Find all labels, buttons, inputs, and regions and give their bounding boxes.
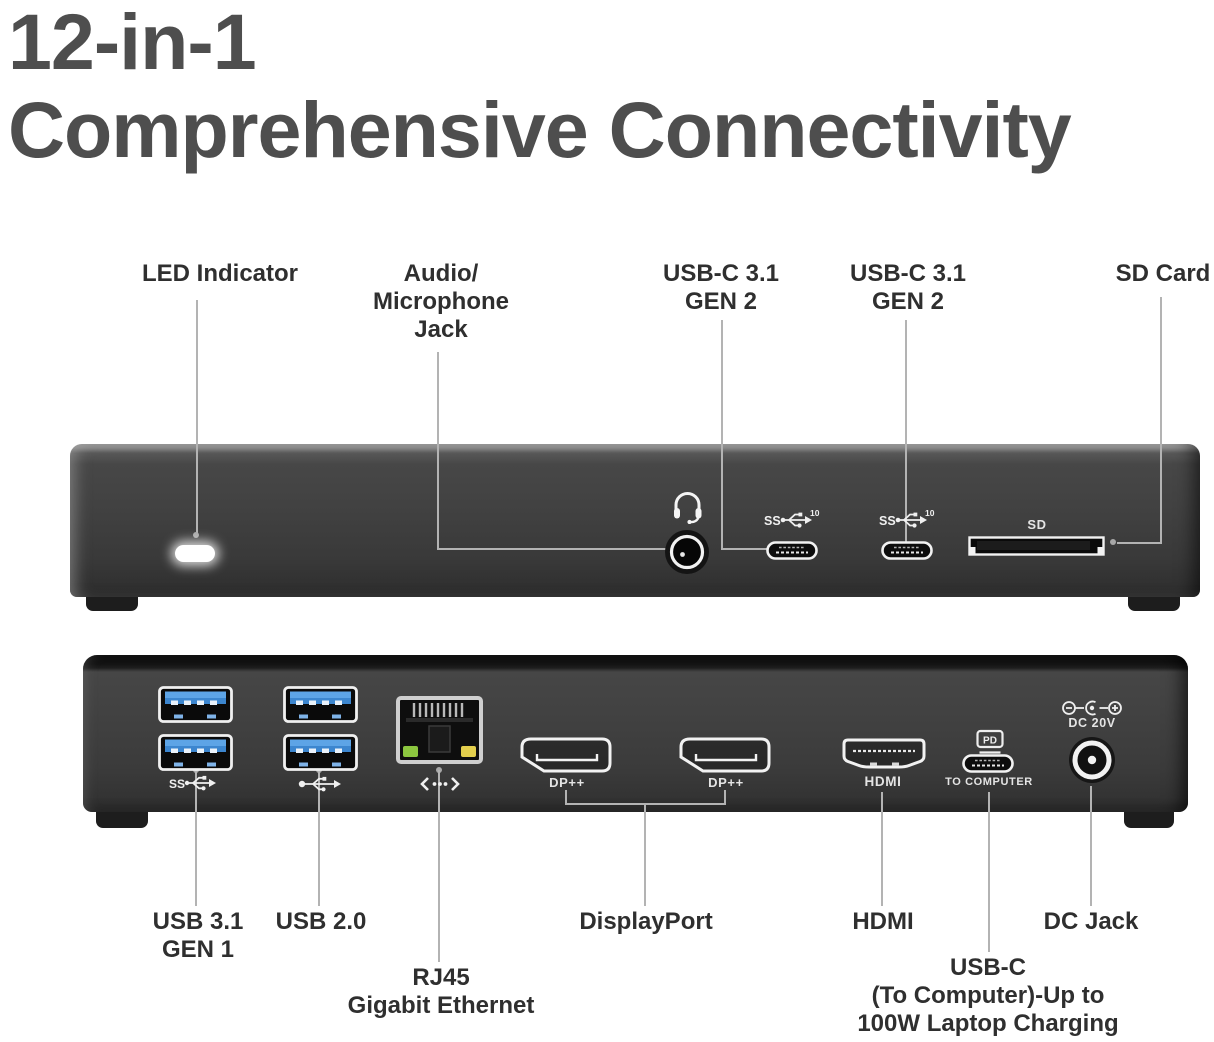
label-usb31-gen1: USB 3.1 GEN 1 [152,908,244,963]
callout-line-dp-stub2 [724,790,726,805]
callout-line-rj45 [438,770,440,962]
svg-text:SS: SS [879,514,896,528]
callout-line-usbc1-v [721,320,723,550]
callout-line-usb31 [195,770,197,906]
sd-slot-text: SD [1027,517,1047,532]
hdmi-port [842,738,926,769]
usb-ss10-logo-2: SS 10 [879,508,935,528]
to-computer-text: TO COMPUTER [945,776,1033,788]
headset-icon [674,492,702,524]
callout-line-audio-h [437,548,666,550]
dc-polarity-icon [1062,700,1122,716]
usba-port-2 [283,686,358,723]
displayport-port-1 [520,737,612,773]
audio-jack-port [665,530,709,574]
dc-20v-text: DC 20V [1068,716,1116,730]
svg-text:SS: SS [169,777,185,791]
label-usbc-charging: USB-C (To Computer)-Up to 100W Laptop Ch… [857,954,1119,1037]
label-hdmi: HDMI [852,908,914,935]
callout-line-sd-v [1160,297,1162,544]
dc-jack-port [1069,737,1115,783]
svg-text:PD: PD [983,736,997,747]
callout-line-hdmi [881,792,883,906]
led-indicator [175,545,215,562]
pd-icon: PD [976,729,1004,754]
usb-ss-icon: SS [169,775,216,791]
callout-line-audio-v [437,352,439,550]
label-displayport: DisplayPort [579,908,713,935]
callout-line-usb20 [318,770,320,906]
usbc-port-2 [881,541,933,560]
usbc-to-computer-port [962,754,1014,773]
usba-port-3 [158,734,233,771]
hdmi-port-text: HDMI [864,774,902,789]
label-led-indicator: LED Indicator [141,260,299,287]
callout-line-led [196,300,198,533]
label-audio-jack: Audio/ Microphone Jack [373,260,509,343]
ethernet-icon [420,777,460,791]
svg-text:10: 10 [925,508,935,518]
callout-line-usbc-pc [988,792,990,952]
callout-dot-sd [1110,539,1116,545]
callout-dot-led [193,532,199,538]
usbc-port-1 [766,541,818,560]
callout-line-usbc1-h [721,548,767,550]
label-rj45-ethernet: RJ45 Gigabit Ethernet [347,964,535,1019]
dock-front-view [70,444,1200,597]
label-usbc-gen2-1: USB-C 3.1 GEN 2 [662,260,780,315]
usba-port-4 [283,734,358,771]
label-dc-jack: DC Jack [1043,908,1139,935]
svg-text:SS: SS [764,514,781,528]
callout-line-usbc2 [905,320,907,543]
label-sd-card: SD Card [1115,260,1211,287]
displayport-port-2 [679,737,771,773]
usba-port-1 [158,686,233,723]
dp2-port-text: DP++ [708,775,744,790]
sd-card-slot [968,536,1105,556]
svg-text:10: 10 [810,508,820,518]
usb-ss10-logo-1: SS 10 [764,508,820,528]
callout-line-dc [1090,786,1092,906]
dock-back-view [83,655,1188,812]
callout-line-dp-stub1 [565,790,567,805]
dp1-port-text: DP++ [549,775,585,790]
title-line-1: 12-in-1 [8,0,257,86]
usb-icon [298,776,341,792]
title-line-2: Comprehensive Connectivity [8,85,1072,174]
callout-line-sd-h [1117,542,1162,544]
label-usb20: USB 2.0 [275,908,367,935]
label-usbc-gen2-2: USB-C 3.1 GEN 2 [849,260,967,315]
callout-line-dp-v [644,803,646,906]
rj45-port [396,696,483,764]
